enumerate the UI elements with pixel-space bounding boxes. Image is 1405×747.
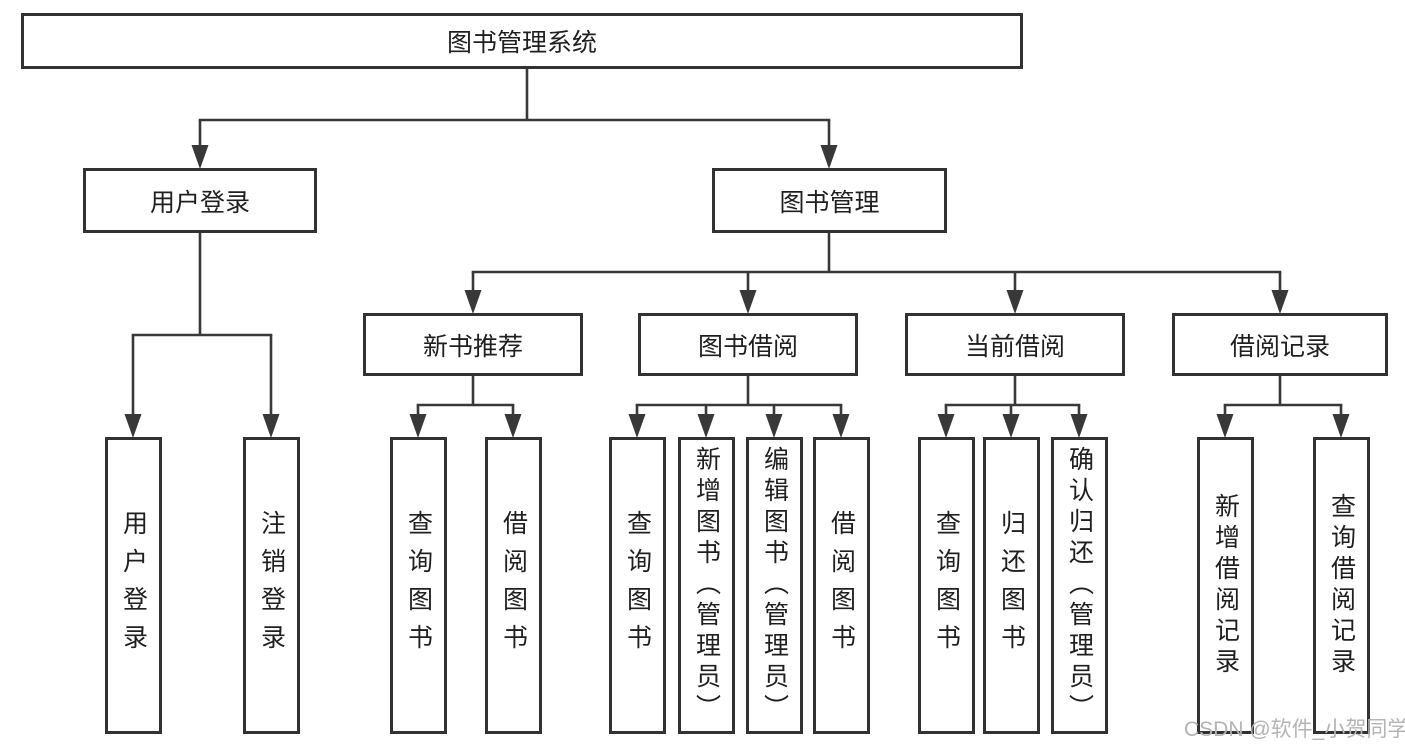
leaf-return-books: 归还图书 <box>983 437 1040 734</box>
node-book-borrowing: 图书借阅 <box>638 313 858 376</box>
leaf-borrow-books-1: 借阅图书 <box>485 437 542 734</box>
watermark-text: CSDN @软件_小贺同学 <box>1184 718 1405 741</box>
leaf-borrow-books-2: 借阅图书 <box>813 437 870 734</box>
leaf-user-login: 用户登录 <box>105 437 162 734</box>
node-current-borrowing: 当前借阅 <box>905 313 1125 376</box>
leaf-query-borrow-record: 查询借阅记录 <box>1313 437 1370 734</box>
leaf-query-books-2: 查询图书 <box>609 437 666 734</box>
arrowhead-icons <box>124 145 1350 438</box>
node-borrowing-records: 借阅记录 <box>1172 313 1388 376</box>
leaf-logout-login: 注销登录 <box>243 437 300 734</box>
leaf-query-books-1: 查询图书 <box>390 437 447 734</box>
leaf-query-books-3: 查询图书 <box>918 437 975 734</box>
node-book-management: 图书管理 <box>712 168 947 233</box>
node-library-management-system: 图书管理系统 <box>21 13 1023 69</box>
leaf-add-books-admin: 新增图书（管理员） <box>678 437 735 734</box>
node-new-book-recommendation: 新书推荐 <box>363 313 583 376</box>
leaf-confirm-return-admin: 确认归还（管理员） <box>1051 437 1108 734</box>
leaf-edit-books-admin: 编辑图书（管理员） <box>746 437 803 734</box>
leaf-add-borrow-record: 新增借阅记录 <box>1197 437 1254 734</box>
node-user-login: 用户登录 <box>83 168 317 233</box>
